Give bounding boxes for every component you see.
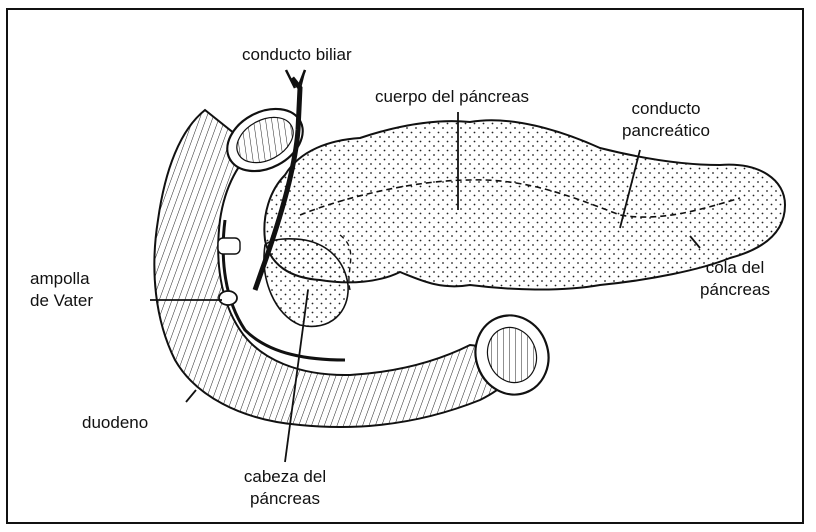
label-conducto-pancreatico: conducto pancreático <box>606 98 726 142</box>
label-cabeza-pancreas: cabeza del páncreas <box>225 466 345 510</box>
label-cola-pancreas: cola del páncreas <box>690 257 780 301</box>
label-conducto-biliar: conducto biliar <box>242 44 352 66</box>
label-cuerpo-pancreas: cuerpo del páncreas <box>375 86 529 108</box>
label-ampolla-de-vater: ampolla de Vater <box>30 268 93 312</box>
ampulla-of-vater <box>219 291 237 305</box>
leader-duodeno <box>186 390 196 402</box>
label-duodeno: duodeno <box>82 412 148 434</box>
